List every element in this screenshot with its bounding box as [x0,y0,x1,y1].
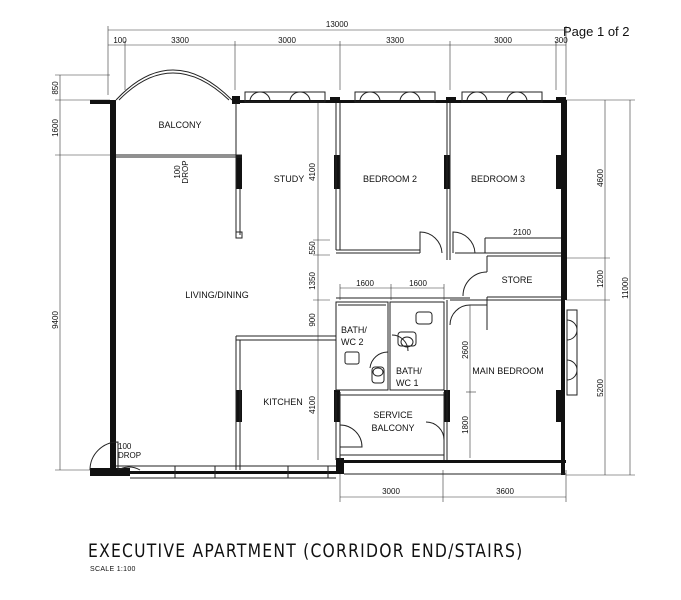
dim-2100: 2100 [513,228,531,237]
dim-1600-b: 1600 [409,279,427,288]
dim-left-850: 850 [51,81,60,95]
dim-right-5200: 5200 [596,379,605,397]
dim-550: 550 [308,241,317,255]
dim-right-1200: 1200 [596,270,605,288]
label-store: STORE [502,275,533,285]
dim-1600-a: 1600 [356,279,374,288]
room-labels: BALCONY STUDY BEDROOM 2 BEDROOM 3 STORE … [158,120,543,433]
dim-top-seg-5: 3000 [494,36,512,45]
page-indicator: Page 1 of 2 [563,24,630,39]
top-dimensions: 13000 100 3300 3000 3300 3000 300 [107,20,568,95]
label-living-dining: LIVING/DINING [185,290,249,300]
label-bath-wc2-line1: BATH/ [341,325,367,335]
dim-top-seg-1: 100 [113,36,127,45]
dim-top-seg-4: 3300 [386,36,404,45]
windows [130,91,578,479]
drop-top-value: 100 [173,165,182,179]
interior-dimensions: 4100 550 1350 900 4100 1600 1600 2100 26… [308,103,531,460]
doors [89,231,488,471]
dim-right-4600: 4600 [596,169,605,187]
plan-title: EXECUTIVE APARTMENT (CORRIDOR END/STAIRS… [88,540,524,562]
label-study: STUDY [274,174,305,184]
left-dimensions: 850 1600 9400 [51,74,110,471]
dim-kitchen-4100: 4100 [308,396,317,414]
label-bedroom-3: BEDROOM 3 [471,174,525,184]
drop-top-label: DROP [181,160,190,183]
dim-top-total: 13000 [326,20,349,29]
dim-top-seg-6: 300 [554,36,568,45]
drop-bottom-label: DROP [118,451,141,460]
label-bath-wc1-line1: BATH/ [396,366,422,376]
drop-labels: 100 DROP 100 DROP [118,160,190,460]
bathroom-fixtures [344,311,433,384]
bottom-dimensions: 3000 3600 [339,470,567,502]
dim-bottom-3000: 3000 [382,487,400,496]
right-dimensions: 4600 1200 5200 11000 [566,99,635,476]
dim-1800: 1800 [461,416,470,434]
dim-1350: 1350 [308,272,317,290]
dim-left-1600: 1600 [51,119,60,137]
dim-top-seg-3: 3000 [278,36,296,45]
label-balcony: BALCONY [158,120,201,130]
dim-900: 900 [308,313,317,327]
dim-2600: 2600 [461,341,470,359]
dim-right-11000: 11000 [621,277,630,299]
plan-scale: SCALE 1:100 [90,566,136,573]
label-bath-wc1-line2: WC 1 [396,378,419,388]
label-kitchen: KITCHEN [263,397,303,407]
dim-bottom-3600: 3600 [496,487,514,496]
partitions [116,103,561,470]
dim-study-4100: 4100 [308,163,317,181]
label-service-balcony-line1: SERVICE [373,410,412,420]
label-service-balcony-line2: BALCONY [371,423,414,433]
label-bedroom-2: BEDROOM 2 [363,174,417,184]
label-main-bedroom: MAIN BEDROOM [472,366,544,376]
drop-bottom-value: 100 [118,442,132,451]
walls [90,96,567,476]
dim-left-9400: 9400 [51,311,60,329]
label-bath-wc2-line2: WC 2 [341,337,364,347]
dim-top-seg-2: 3300 [171,36,189,45]
balcony-arch [115,69,233,101]
